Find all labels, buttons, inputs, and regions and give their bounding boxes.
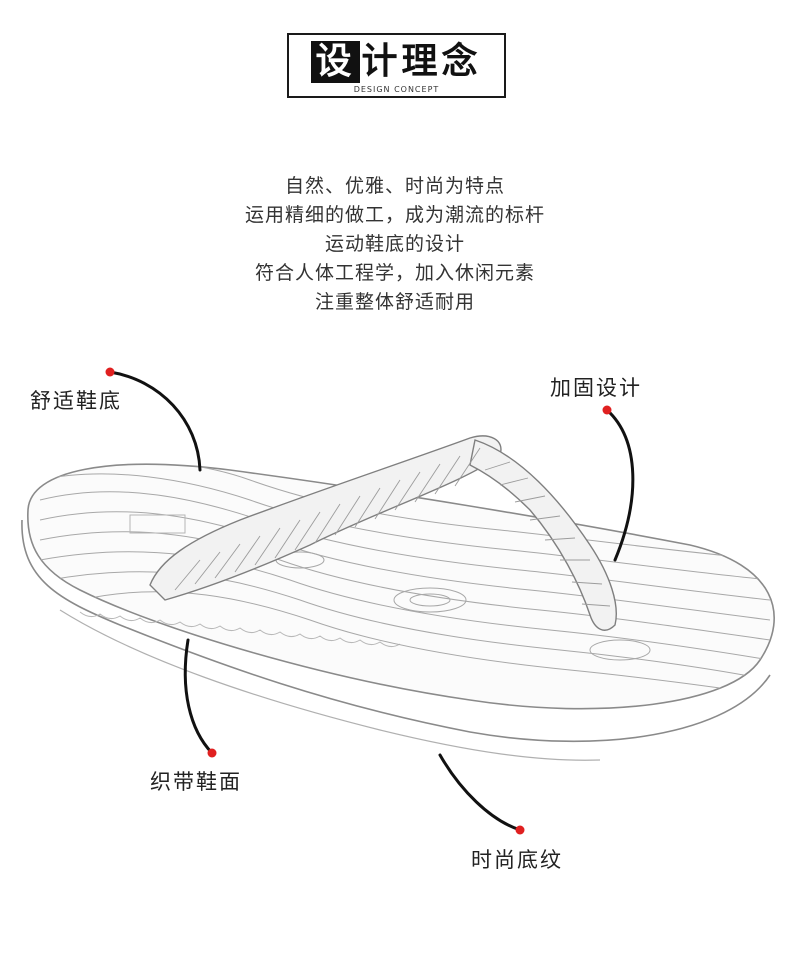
brand-mark — [129, 514, 186, 534]
design-concept-title-badge: 设计理念 DESIGN CONCEPT — [287, 33, 506, 98]
dot-reinforced-design — [602, 405, 612, 415]
callout-leader-lines — [108, 370, 635, 832]
description-line: 符合人体工程学，加入休闲元素 — [254, 262, 535, 284]
woven-strap — [149, 435, 617, 631]
dot-woven-strap — [207, 748, 217, 758]
design-description: 自然、优雅、时尚为特点 运用精细的做工，成为潮流的标杆 运动鞋底的设计 符合人体… — [195, 172, 595, 317]
description-line: 运动鞋底的设计 — [324, 233, 465, 255]
callout-woven-strap: 织带鞋面 — [150, 770, 242, 794]
page-title: 设计理念 — [289, 41, 504, 83]
title-rest: 计理念 — [361, 41, 482, 82]
callout-fashion-sole-pattern: 时尚底纹 — [471, 848, 563, 872]
description-line: 运用精细的做工，成为潮流的标杆 — [244, 204, 545, 226]
callout-comfort-sole: 舒适鞋底 — [30, 389, 122, 413]
callout-dots — [105, 367, 612, 835]
description-line: 自然、优雅、时尚为特点 — [284, 175, 505, 197]
description-line: 注重整体舒适耐用 — [314, 291, 475, 313]
callout-reinforced-design: 加固设计 — [550, 376, 642, 400]
sole-outline — [21, 463, 775, 761]
page-subtitle: DESIGN CONCEPT — [353, 85, 440, 94]
dot-comfort-sole — [105, 367, 115, 377]
title-first-char: 设 — [311, 41, 360, 83]
dot-fashion-sole-pattern — [515, 825, 525, 835]
